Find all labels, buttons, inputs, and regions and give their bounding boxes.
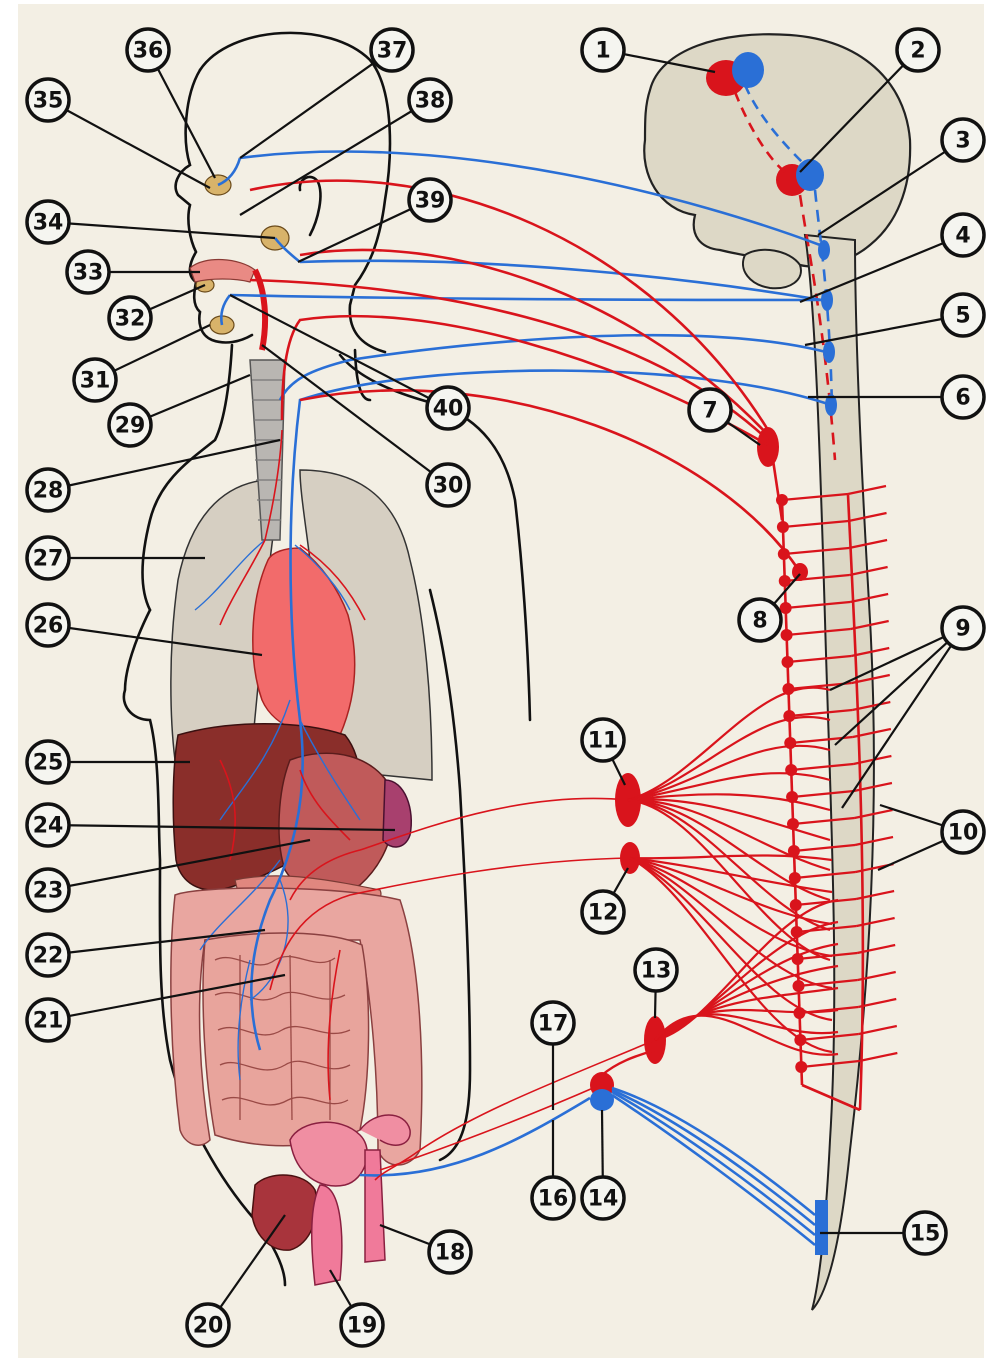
callout-number: 9 xyxy=(955,617,970,642)
callout-1: 1 xyxy=(582,29,624,71)
callout-21: 21 xyxy=(27,999,69,1041)
callout-number: 11 xyxy=(588,729,619,754)
callout-number: 1 xyxy=(595,39,610,64)
brainstem-parasympathetic-center xyxy=(796,159,824,191)
callout-number: 30 xyxy=(433,474,464,499)
callout-number: 7 xyxy=(702,399,717,424)
callout-39: 39 xyxy=(409,179,451,221)
callout-30: 30 xyxy=(427,464,469,506)
callout-number: 10 xyxy=(948,821,979,846)
callout-29: 29 xyxy=(109,404,151,446)
pelvic-ganglion-parasympathetic xyxy=(590,1089,614,1111)
callout-number: 35 xyxy=(33,89,64,114)
callout-32: 32 xyxy=(109,297,151,339)
callout-number: 32 xyxy=(115,307,146,332)
callout-11: 11 xyxy=(582,719,624,761)
callout-40: 40 xyxy=(427,387,469,429)
callout-10: 10 xyxy=(942,811,984,853)
callout-15: 15 xyxy=(904,1212,946,1254)
callout-22: 22 xyxy=(27,934,69,976)
callout-number: 4 xyxy=(955,224,970,249)
callout-37: 37 xyxy=(371,29,413,71)
callout-number: 21 xyxy=(33,1009,64,1034)
callout-number: 12 xyxy=(588,901,619,926)
callout-number: 37 xyxy=(377,39,408,64)
callout-28: 28 xyxy=(27,469,69,511)
callout-3: 3 xyxy=(942,119,984,161)
callout-34: 34 xyxy=(27,201,69,243)
callout-number: 17 xyxy=(538,1012,569,1037)
callout-9: 9 xyxy=(942,607,984,649)
small-intestine xyxy=(203,933,369,1146)
callout-number: 3 xyxy=(955,129,970,154)
callout-number: 31 xyxy=(80,369,111,394)
callout-38: 38 xyxy=(409,79,451,121)
hypothalamus-parasympathetic-nucleus xyxy=(732,52,764,88)
callout-number: 23 xyxy=(33,879,64,904)
callout-36: 36 xyxy=(127,29,169,71)
callout-number: 5 xyxy=(955,304,970,329)
callout-12: 12 xyxy=(582,891,624,933)
callout-number: 18 xyxy=(435,1241,466,1266)
callout-25: 25 xyxy=(27,741,69,783)
callout-27: 27 xyxy=(27,537,69,579)
callout-number: 14 xyxy=(588,1187,619,1212)
callout-16: 16 xyxy=(532,1177,574,1219)
callout-number: 2 xyxy=(910,39,925,64)
callout-13: 13 xyxy=(635,949,677,991)
callout-number: 20 xyxy=(193,1314,224,1339)
callout-number: 33 xyxy=(73,261,104,286)
callout-number: 13 xyxy=(641,959,672,984)
callout-number: 40 xyxy=(433,397,464,422)
callout-number: 36 xyxy=(133,39,164,64)
callout-7: 7 xyxy=(689,389,731,431)
callout-number: 19 xyxy=(347,1314,378,1339)
callout-5: 5 xyxy=(942,294,984,336)
callout-number: 6 xyxy=(955,386,970,411)
callout-2: 2 xyxy=(897,29,939,71)
callout-6: 6 xyxy=(942,376,984,418)
callout-24: 24 xyxy=(27,804,69,846)
callout-26: 26 xyxy=(27,604,69,646)
callout-number: 38 xyxy=(415,89,446,114)
callout-number: 28 xyxy=(33,479,64,504)
callout-18: 18 xyxy=(429,1231,471,1273)
callout-8: 8 xyxy=(739,599,781,641)
callout-number: 29 xyxy=(115,414,146,439)
callout-20: 20 xyxy=(187,1304,229,1346)
callout-17: 17 xyxy=(532,1002,574,1044)
callout-number: 15 xyxy=(910,1222,941,1247)
callout-31: 31 xyxy=(74,359,116,401)
callout-number: 26 xyxy=(33,614,64,639)
callout-4: 4 xyxy=(942,214,984,256)
callout-number: 16 xyxy=(538,1187,569,1212)
callout-number: 39 xyxy=(415,189,446,214)
callout-number: 27 xyxy=(33,547,64,572)
callout-14: 14 xyxy=(582,1177,624,1219)
callout-35: 35 xyxy=(27,79,69,121)
callout-number: 25 xyxy=(33,751,64,776)
callout-23: 23 xyxy=(27,869,69,911)
nucleus-cn3 xyxy=(818,240,830,260)
callout-number: 24 xyxy=(33,814,64,839)
sacral-parasympathetic-nucleus xyxy=(815,1200,828,1255)
callout-number: 8 xyxy=(752,609,767,634)
callout-19: 19 xyxy=(341,1304,383,1346)
callout-number: 34 xyxy=(33,211,64,236)
callout-33: 33 xyxy=(67,251,109,293)
callout-number: 22 xyxy=(33,944,64,969)
